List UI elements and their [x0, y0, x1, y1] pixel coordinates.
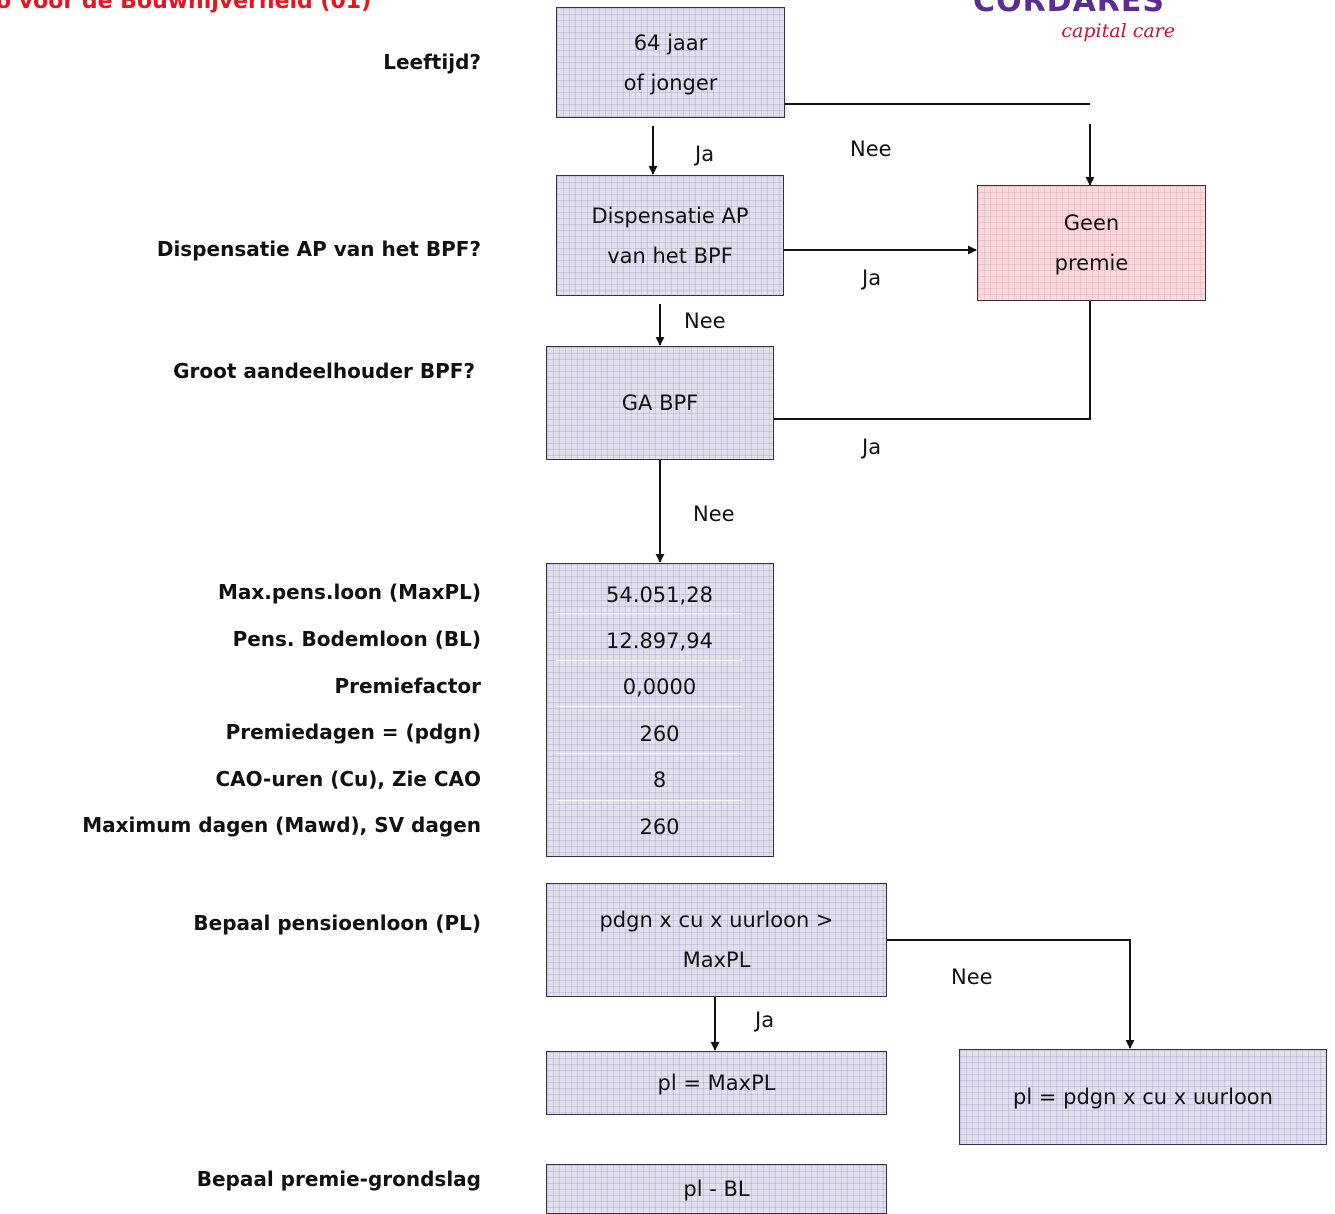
- param-value-maxpl: 54.051,28: [606, 583, 713, 607]
- edge-label-ga-nee: Nee: [693, 502, 735, 526]
- page-title: o voor de Bouwnijverheid (01): [0, 0, 372, 14]
- cordares-logo: CORDARES capital care: [960, 0, 1220, 60]
- question-groot-aandeelhouder: Groot aandeelhouder BPF?: [173, 359, 475, 383]
- dispensatie-box-line2: van het BPF: [607, 243, 733, 268]
- pl-check-box: pdgn x cu x uurloon > MaxPL: [546, 883, 887, 997]
- logo-tagline: capital care: [1061, 20, 1175, 42]
- logo-name: CORDARES: [973, 0, 1165, 19]
- question-dispensatie: Dispensatie AP van het BPF?: [156, 237, 481, 261]
- dispensatie-box: Dispensatie AP van het BPF: [556, 175, 784, 296]
- param-value-cao-uren: 8: [652, 768, 667, 792]
- param-value-premiefactor: 0,0000: [622, 675, 697, 699]
- dispensatie-box-line1: Dispensatie AP: [591, 203, 749, 228]
- age-box: 64 jaar of jonger: [556, 7, 785, 118]
- pl-calc-text: pl = pdgn x cu x uurloon: [1013, 1085, 1273, 1109]
- edge-label-pl-ja: Ja: [755, 1008, 775, 1032]
- separator: [556, 753, 742, 754]
- edge-label-ga-ja: Ja: [862, 435, 882, 459]
- pl-check-line1: pdgn x cu x uurloon >: [599, 908, 834, 932]
- separator: [556, 706, 742, 707]
- ga-bpf-box: GA BPF: [546, 346, 774, 460]
- ga-bpf-text: GA BPF: [621, 391, 699, 415]
- separator: [556, 800, 742, 801]
- pl-check-line2: MaxPL: [682, 948, 751, 972]
- separator: [556, 613, 742, 614]
- edge-label-age-nee: Nee: [850, 137, 892, 161]
- edge-label-dispensatie-ja: Ja: [862, 266, 882, 290]
- param-value-premiedagen: 260: [639, 722, 680, 746]
- edge-label-dispensatie-nee: Nee: [684, 309, 726, 333]
- grondslag-box: pl - BL: [546, 1164, 887, 1214]
- age-box-line2: of jonger: [623, 70, 718, 95]
- param-value-bl: 12.897,94: [606, 629, 713, 653]
- geen-premie-box: Geen premie: [977, 185, 1206, 301]
- pl-max-text: pl = MaxPL: [657, 1071, 776, 1095]
- question-bepaal-premie-grondslag: Bepaal premie-grondslag: [196, 1167, 481, 1191]
- geen-premie-line2: premie: [1054, 251, 1129, 275]
- pl-max-box: pl = MaxPL: [546, 1051, 887, 1115]
- edge-label-age-ja: Ja: [695, 142, 715, 166]
- grondslag-text: pl - BL: [683, 1177, 750, 1201]
- parameter-values-box: [546, 563, 774, 857]
- arrow-pl-nee: [886, 939, 1135, 1049]
- pl-calc-box: pl = pdgn x cu x uurloon: [959, 1049, 1327, 1145]
- edge-label-pl-nee: Nee: [951, 965, 993, 989]
- param-label-premiedagen: Premiedagen = (pdgn): [225, 720, 481, 744]
- question-bepaal-pensioenloon: Bepaal pensioenloon (PL): [193, 911, 481, 935]
- param-label-cao-uren: CAO-uren (Cu), Zie CAO: [215, 767, 482, 791]
- geen-premie-line1: Geen: [1063, 211, 1120, 235]
- question-leeftijd: Leeftijd?: [383, 50, 481, 74]
- param-label-maxpl: Max.pens.loon (MaxPL): [217, 580, 481, 604]
- param-label-bl: Pens. Bodemloon (BL): [232, 627, 481, 651]
- param-label-maximum-dagen: Maximum dagen (Mawd), SV dagen: [82, 813, 481, 837]
- param-label-premiefactor: Premiefactor: [334, 674, 481, 698]
- age-box-line1: 64 jaar: [633, 30, 708, 55]
- separator: [556, 660, 742, 661]
- param-value-maximum-dagen: 260: [639, 815, 680, 839]
- arrow-ga-ja: [773, 275, 1095, 420]
